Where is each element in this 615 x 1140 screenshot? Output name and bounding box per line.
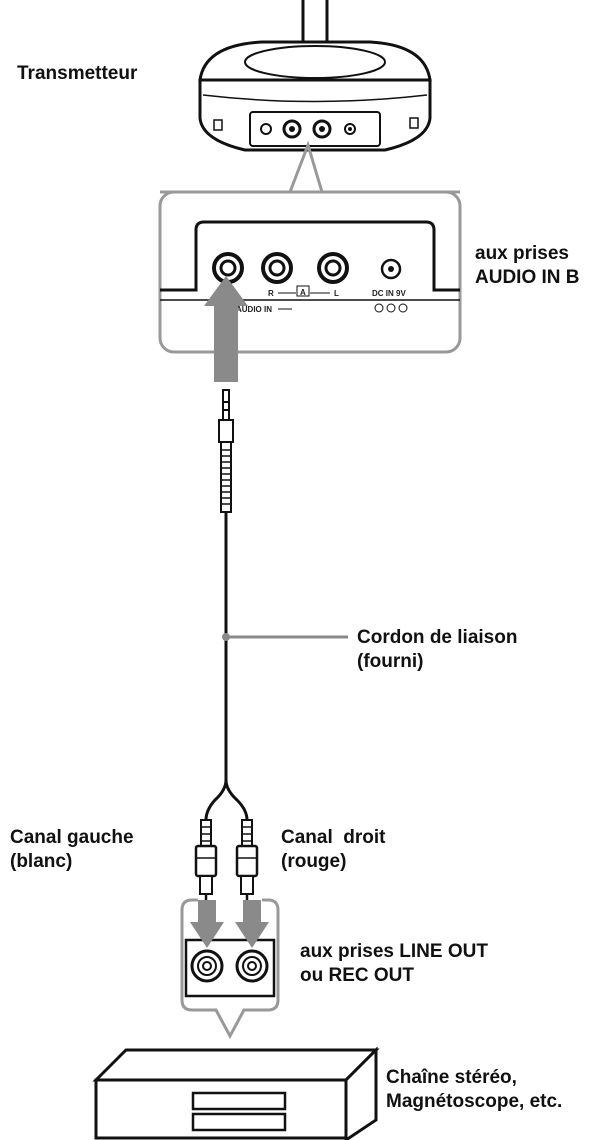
output-jack-panel bbox=[180, 898, 280, 1040]
stereo-device bbox=[92, 1046, 380, 1140]
panel-label-audio-in: AUDIO IN bbox=[236, 305, 272, 314]
insert-arrows-line-out bbox=[190, 900, 269, 948]
insert-arrow-audio-in bbox=[204, 276, 248, 382]
left-channel-line1: Canal gauche bbox=[10, 827, 134, 848]
jack-panel-zoom: R A L AUDIO IN DC IN 9V bbox=[158, 190, 462, 354]
panel-label-a: A bbox=[300, 288, 306, 297]
transmitter-unit bbox=[198, 0, 432, 152]
device-label: Chaîne stéréo, Magnétoscope, etc. bbox=[386, 1066, 562, 1114]
cord-label-line2: (fourni) bbox=[357, 651, 424, 672]
line-out-jack-label: aux prises LINE OUT ou REC OUT bbox=[300, 940, 488, 988]
device-label-line1: Chaîne stéréo, bbox=[386, 1067, 517, 1088]
panel-label-dc-in: DC IN 9V bbox=[372, 289, 406, 298]
mini-plug bbox=[218, 389, 234, 513]
cord-label-line1: Cordon de liaison bbox=[357, 627, 518, 648]
rca-plug-right bbox=[235, 819, 259, 902]
device-label-line2: Magnétoscope, etc. bbox=[386, 1091, 563, 1112]
left-channel-label: Canal gauche (blanc) bbox=[10, 826, 134, 874]
cord-label: Cordon de liaison (fourni) bbox=[357, 626, 517, 674]
panel-label-l: L bbox=[334, 289, 339, 298]
line-out-label-line2: ou REC OUT bbox=[300, 965, 414, 986]
audio-in-label-line2: AUDIO IN B bbox=[475, 267, 580, 288]
transmitter-label: Transmetteur bbox=[17, 62, 137, 86]
right-channel-label: Canal droit (rouge) bbox=[281, 826, 386, 874]
cord-leader bbox=[222, 633, 348, 641]
left-channel-line2: (blanc) bbox=[10, 851, 73, 872]
audio-in-label-line1: aux prises bbox=[475, 243, 569, 264]
line-out-label-line1: aux prises LINE OUT bbox=[300, 941, 488, 962]
transmitter-label-text: Transmetteur bbox=[17, 63, 138, 84]
connection-cord bbox=[204, 512, 249, 821]
right-channel-line1: Canal droit bbox=[281, 827, 386, 848]
panel-label-r: R bbox=[268, 289, 274, 298]
audio-in-jack-label: aux prises AUDIO IN B bbox=[475, 242, 580, 290]
zoom-callout bbox=[160, 140, 460, 194]
rca-plug-left bbox=[194, 819, 218, 902]
right-channel-line2: (rouge) bbox=[281, 851, 347, 872]
